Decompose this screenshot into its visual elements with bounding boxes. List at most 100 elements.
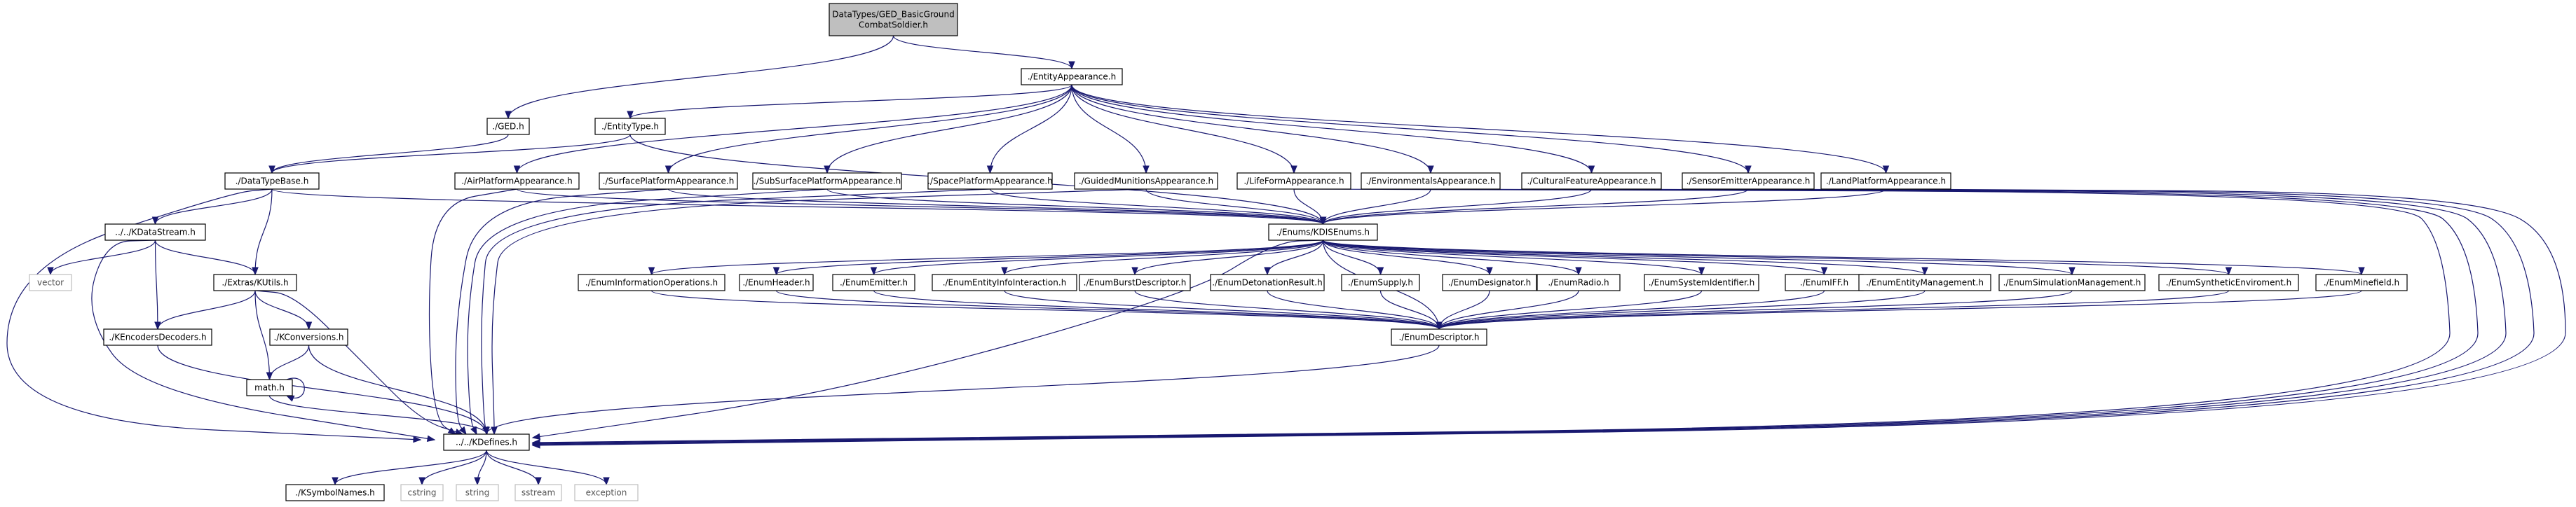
node-cult[interactable]: ./CulturalFeatureAppearance.h bbox=[1521, 172, 1662, 190]
node-edet[interactable]: ./EnumDetonationResult.h bbox=[1210, 274, 1325, 291]
node-eradio[interactable]: ./EnumRadio.h bbox=[1536, 274, 1621, 291]
node-box bbox=[578, 274, 725, 291]
edge-entapp-to-air bbox=[513, 84, 1072, 174]
node-emine[interactable]: ./EnumMinefield.h bbox=[2315, 274, 2408, 291]
node-box bbox=[599, 172, 738, 190]
node-label: ./Extras/KUtils.h bbox=[222, 278, 288, 288]
node-label: vector bbox=[37, 278, 64, 288]
node-life[interactable]: ./LifeFormAppearance.h bbox=[1236, 172, 1351, 190]
node-enums[interactable]: ./Enums/KDISEnums.h bbox=[1268, 223, 1378, 241]
node-label: ./EntityType.h bbox=[601, 122, 659, 132]
node-box bbox=[1536, 274, 1621, 291]
node-box bbox=[1858, 274, 1991, 291]
edge-ged-to-dtb bbox=[268, 134, 509, 174]
edge-entapp-to-land bbox=[1071, 84, 1890, 174]
edge-kconv-to-math bbox=[266, 345, 310, 381]
node-sensor[interactable]: ./SensorEmitterAppearance.h bbox=[1682, 172, 1815, 190]
node-label: ./EntityAppearance.h bbox=[1028, 72, 1116, 82]
node-kconv[interactable]: ./KConversions.h bbox=[269, 328, 348, 346]
node-esynth[interactable]: ./EnumSyntheticEnviroment.h bbox=[2158, 274, 2299, 291]
node-kenc[interactable]: ./KEncodersDecoders.h bbox=[103, 328, 212, 346]
node-math[interactable]: math.h bbox=[246, 379, 293, 396]
edge-enttype-to-dtb bbox=[268, 134, 631, 174]
node-esup[interactable]: ./EnumSupply.h bbox=[1341, 274, 1420, 291]
node-box bbox=[832, 274, 915, 291]
edge-edesc-to-kdef bbox=[483, 345, 1440, 436]
edge-kds-to-vector bbox=[47, 239, 156, 276]
edge-kutils-to-kconv bbox=[254, 290, 313, 331]
node-esimmgmt[interactable]: ./EnumSimulationManagement.h bbox=[1998, 274, 2146, 291]
node-envapp[interactable]: ./EnvironmentalsAppearance.h bbox=[1361, 172, 1501, 190]
edge-space-to-enums bbox=[989, 188, 1327, 225]
node-box bbox=[932, 274, 1077, 291]
node-label: ./LandPlatformAppearance.h bbox=[1826, 176, 1946, 186]
node-label: ./EnumMinefield.h bbox=[2324, 278, 2399, 288]
node-label: ./EnumSyntheticEnviroment.h bbox=[2166, 278, 2291, 288]
node-cstring[interactable]: cstring bbox=[400, 484, 444, 501]
node-box bbox=[1074, 172, 1218, 190]
node-eiff[interactable]: ./EnumIFF.h bbox=[1785, 274, 1864, 291]
node-box bbox=[29, 274, 72, 291]
node-sub[interactable]: ./SubSurfacePlatformAppearance.h bbox=[752, 172, 902, 190]
node-box bbox=[752, 172, 902, 190]
node-guided[interactable]: ./GuidedMunitionsAppearance.h bbox=[1074, 172, 1218, 190]
node-enttype[interactable]: ./EntityType.h bbox=[594, 118, 666, 135]
node-label: ./EnumEntityInfoInteraction.h bbox=[943, 278, 1067, 288]
edge-kds-to-kenc bbox=[154, 239, 161, 331]
node-eeii[interactable]: ./EnumEntityInfoInteraction.h bbox=[932, 274, 1077, 291]
node-box bbox=[1998, 274, 2146, 291]
node-eburst[interactable]: ./EnumBurstDescriptor.h bbox=[1079, 274, 1191, 291]
node-space[interactable]: ./SpacePlatformAppearance.h bbox=[927, 172, 1053, 190]
node-land[interactable]: ./LandPlatformAppearance.h bbox=[1820, 172, 1951, 190]
node-label: ./GuidedMunitionsAppearance.h bbox=[1079, 176, 1213, 186]
node-label: string bbox=[465, 488, 489, 498]
node-sstream[interactable]: sstream bbox=[514, 484, 562, 501]
edge-sub-to-kdef bbox=[467, 188, 828, 436]
node-kutils[interactable]: ./Extras/KUtils.h bbox=[213, 274, 297, 291]
node-string[interactable]: string bbox=[456, 484, 499, 501]
node-eentmgmt[interactable]: ./EnumEntityManagement.h bbox=[1858, 274, 1991, 291]
edge-kdef-to-string bbox=[474, 450, 487, 486]
node-label: ./AirPlatformAppearance.h bbox=[461, 176, 572, 186]
node-label: ./EnumIFF.h bbox=[1800, 278, 1848, 288]
node-dtb[interactable]: ./DataTypeBase.h bbox=[224, 172, 320, 190]
node-kdef[interactable]: ../../KDefines.h bbox=[443, 433, 530, 451]
node-ehdr[interactable]: ./EnumHeader.h bbox=[739, 274, 814, 291]
node-edesig[interactable]: ./EnumDesignator.h bbox=[1442, 274, 1537, 291]
node-edesc[interactable]: ./EnumDescriptor.h bbox=[1391, 328, 1487, 346]
node-box bbox=[514, 484, 562, 501]
node-box bbox=[224, 172, 320, 190]
edge-enums-to-ehdr bbox=[772, 239, 1324, 276]
node-vector[interactable]: vector bbox=[29, 274, 72, 291]
edge-kds-to-kutils bbox=[154, 239, 259, 276]
node-box bbox=[443, 433, 530, 451]
node-box bbox=[454, 172, 580, 190]
edge-dtb-to-kds bbox=[151, 188, 273, 225]
node-eemit[interactable]: ./EnumEmitter.h bbox=[832, 274, 915, 291]
node-entapp[interactable]: ./EntityAppearance.h bbox=[1021, 68, 1123, 85]
node-ged[interactable]: ./GED.h bbox=[486, 118, 530, 135]
edge-entapp-to-life bbox=[1071, 84, 1297, 174]
node-label: ../../KDataStream.h bbox=[115, 228, 196, 237]
edge-enums-to-esynth bbox=[1322, 239, 2233, 276]
node-air[interactable]: ./AirPlatformAppearance.h bbox=[454, 172, 580, 190]
node-label: ./CulturalFeatureAppearance.h bbox=[1527, 176, 1656, 186]
node-label: ./EnumHeader.h bbox=[742, 278, 810, 288]
node-einfo[interactable]: ./EnumInformationOperations.h bbox=[578, 274, 725, 291]
node-kds[interactable]: ../../KDataStream.h bbox=[104, 223, 206, 241]
edge-esimmgmt-to-edesc bbox=[1436, 290, 2073, 331]
edge-sensor-to-enums bbox=[1319, 188, 1749, 225]
nodes-layer: DataTypes/GED_BasicGroundCombatSoldier.h… bbox=[29, 3, 2408, 501]
node-exception[interactable]: exception bbox=[574, 484, 639, 501]
edge-cult-to-enums bbox=[1319, 188, 1593, 225]
node-label: ./EnumBurstDescriptor.h bbox=[1084, 278, 1187, 288]
node-surf[interactable]: ./SurfacePlatformAppearance.h bbox=[599, 172, 738, 190]
node-ksym[interactable]: ./KSymbolNames.h bbox=[285, 484, 385, 501]
node-label: ./KConversions.h bbox=[273, 333, 343, 342]
node-box bbox=[1021, 68, 1123, 85]
edge-enums-to-kdef bbox=[531, 239, 1323, 440]
edge-kconv-to-kdef bbox=[308, 345, 490, 436]
node-esysid[interactable]: ./EnumSystemIdentifier.h bbox=[1644, 274, 1759, 291]
